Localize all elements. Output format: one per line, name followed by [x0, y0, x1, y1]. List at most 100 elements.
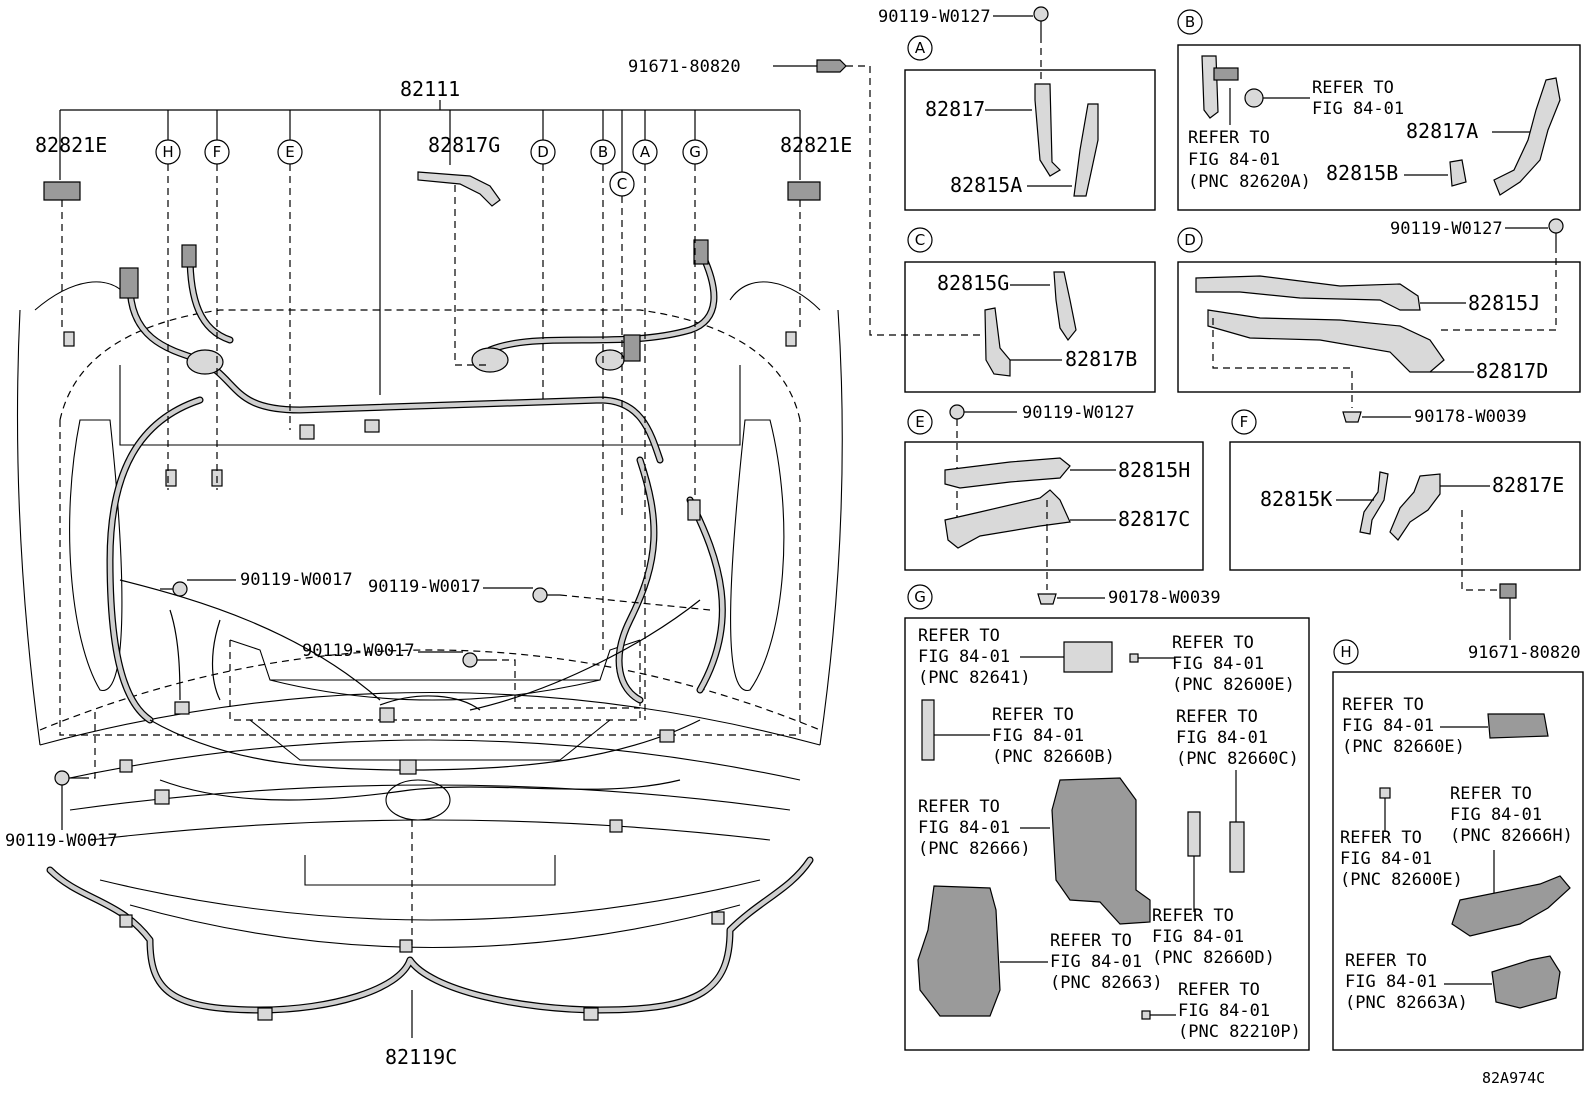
svg-text:C: C — [617, 175, 627, 193]
svg-text:B: B — [1185, 13, 1195, 31]
svg-text:(PNC 82210P): (PNC 82210P) — [1178, 1022, 1301, 1042]
bolt-90119-w0127-top: 90119-W0127 — [878, 6, 1049, 160]
ref-circle-h: H — [155, 139, 181, 490]
svg-text:REFER TO: REFER TO — [918, 626, 1000, 646]
ref-circle-b: B — [590, 139, 616, 650]
svg-text:90119-W0127: 90119-W0127 — [1390, 219, 1503, 239]
compartment-dashed-outline — [39, 309, 821, 736]
svg-text:82817B: 82817B — [1065, 347, 1137, 371]
ref-circle-d: D — [530, 139, 556, 400]
svg-text:(PNC 82600E): (PNC 82600E) — [1340, 870, 1463, 890]
svg-text:82815B: 82815B — [1326, 161, 1398, 185]
svg-text:D: D — [537, 143, 549, 161]
svg-text:E: E — [285, 143, 294, 161]
svg-text:REFER TO: REFER TO — [1345, 951, 1427, 971]
svg-text:FIG 84-01: FIG 84-01 — [1312, 99, 1404, 119]
svg-text:H: H — [1340, 643, 1351, 661]
svg-text:90178-W0039: 90178-W0039 — [1414, 407, 1527, 427]
ref-circle-g: G — [682, 139, 708, 500]
panel-g: G REFER TO FIG 84-01 (PNC 82641) REFER T… — [904, 584, 1310, 1051]
panel-a: A 82817 82815A — [904, 35, 1156, 211]
svg-text:FIG 84-01: FIG 84-01 — [1342, 716, 1434, 736]
clip-82821e-left: 82821E — [35, 133, 107, 347]
svg-text:82817: 82817 — [925, 97, 985, 121]
svg-text:82817G: 82817G — [428, 133, 500, 157]
svg-text:90119-W0017: 90119-W0017 — [5, 831, 118, 851]
svg-text:82815K: 82815K — [1260, 487, 1332, 511]
ref-circle-c: C — [609, 171, 635, 520]
panel-b: B REFER TO FIG 84-01 REFER TO FIG 84-01 … — [1177, 9, 1581, 211]
svg-text:82815A: 82815A — [950, 173, 1022, 197]
svg-text:82817D: 82817D — [1476, 359, 1548, 383]
svg-text:FIG 84-01: FIG 84-01 — [918, 818, 1010, 838]
ref-circle-e: E — [277, 139, 303, 430]
svg-text:90119-W0127: 90119-W0127 — [1022, 403, 1135, 423]
svg-text:(PNC 82666H): (PNC 82666H) — [1450, 826, 1573, 846]
svg-text:(PNC 82663A): (PNC 82663A) — [1345, 993, 1468, 1013]
svg-text:FIG 84-01: FIG 84-01 — [1050, 952, 1142, 972]
svg-text:82817A: 82817A — [1406, 119, 1478, 143]
svg-text:REFER TO: REFER TO — [1450, 784, 1532, 804]
svg-text:82815G: 82815G — [937, 271, 1009, 295]
sub-harness-callout: 82119C — [385, 820, 457, 1069]
svg-text:B: B — [598, 143, 608, 161]
svg-text:REFER TO: REFER TO — [1342, 695, 1424, 715]
svg-text:(PNC 82660C): (PNC 82660C) — [1176, 749, 1299, 769]
figure-code: 82A974C — [1482, 1069, 1545, 1087]
svg-text:90119-W0127: 90119-W0127 — [878, 7, 991, 27]
svg-text:A: A — [640, 143, 651, 161]
bumper-sub-harness — [46, 856, 814, 1021]
svg-text:FIG 84-01: FIG 84-01 — [1152, 927, 1244, 947]
svg-text:G: G — [914, 588, 926, 606]
svg-text:(PNC 82600E): (PNC 82600E) — [1172, 675, 1295, 695]
svg-text:F: F — [213, 143, 222, 161]
svg-text:90178-W0039: 90178-W0039 — [1108, 588, 1221, 608]
bolt-90119-w0017-bottom-left: 90119-W0017 — [5, 710, 118, 851]
svg-text:FIG 84-01: FIG 84-01 — [1450, 805, 1542, 825]
svg-text:FIG 84-01: FIG 84-01 — [918, 647, 1010, 667]
svg-text:REFER TO: REFER TO — [1152, 906, 1234, 926]
panel-e: E 90119-W0127 82815H 82817C 90178-W0039 — [904, 403, 1221, 608]
clip-82821e-right: 82821E — [780, 133, 852, 347]
svg-text:REFER TO: REFER TO — [1176, 707, 1258, 727]
svg-text:90119-W0017: 90119-W0017 — [240, 570, 353, 590]
svg-text:FIG 84-01: FIG 84-01 — [1178, 1001, 1270, 1021]
svg-text:A: A — [915, 39, 926, 57]
clip-91671-80820-top: 91671-80820 — [628, 57, 985, 336]
vehicle-body-outline — [16, 281, 843, 949]
svg-text:(PNC 82660D): (PNC 82660D) — [1152, 948, 1275, 968]
svg-text:C: C — [915, 231, 925, 249]
svg-text:D: D — [1184, 231, 1196, 249]
svg-text:(PNC 82620A): (PNC 82620A) — [1188, 172, 1311, 192]
svg-text:(PNC 82660B): (PNC 82660B) — [992, 747, 1115, 767]
svg-text:REFER TO: REFER TO — [1188, 128, 1270, 148]
bolt-90119-w0017-center: 90119-W0017 — [368, 577, 711, 611]
svg-text:REFER TO: REFER TO — [992, 705, 1074, 725]
svg-text:REFER TO: REFER TO — [1178, 980, 1260, 1000]
svg-text:FIG 84-01: FIG 84-01 — [1188, 150, 1280, 170]
bolt-90119-w0017-lower: 90119-W0017 — [302, 641, 640, 709]
svg-text:REFER TO: REFER TO — [1172, 633, 1254, 653]
svg-text:82815H: 82815H — [1118, 458, 1190, 482]
svg-text:(PNC 82663): (PNC 82663) — [1050, 973, 1163, 993]
svg-text:REFER TO: REFER TO — [1312, 78, 1394, 98]
svg-text:82815J: 82815J — [1468, 291, 1540, 315]
svg-text:82821E: 82821E — [780, 133, 852, 157]
svg-text:FIG 84-01: FIG 84-01 — [992, 726, 1084, 746]
bracket-82817g: 82817G — [417, 133, 501, 366]
svg-text:(PNC 82660E): (PNC 82660E) — [1342, 737, 1465, 757]
svg-text:(PNC 82666): (PNC 82666) — [918, 839, 1031, 859]
svg-text:REFER TO: REFER TO — [1050, 931, 1132, 951]
bolt-90119-w0017-left: 90119-W0017 — [160, 570, 353, 597]
panel-c: C 82815G 82817B — [904, 227, 1156, 393]
panel-h: H REFER TO FIG 84-01 (PNC 82660E) REFER … — [1332, 639, 1584, 1051]
svg-text:82817C: 82817C — [1118, 507, 1190, 531]
panel-f: F 82815K 82817E 91671-80820 — [1229, 409, 1581, 663]
svg-text:H: H — [162, 143, 173, 161]
svg-text:91671-80820: 91671-80820 — [628, 57, 741, 77]
svg-text:E: E — [915, 413, 924, 431]
svg-text:90119-W0017: 90119-W0017 — [302, 641, 415, 661]
main-harness-number: 82111 — [400, 77, 460, 101]
main-harness-callout: 82111 — [59, 77, 801, 395]
